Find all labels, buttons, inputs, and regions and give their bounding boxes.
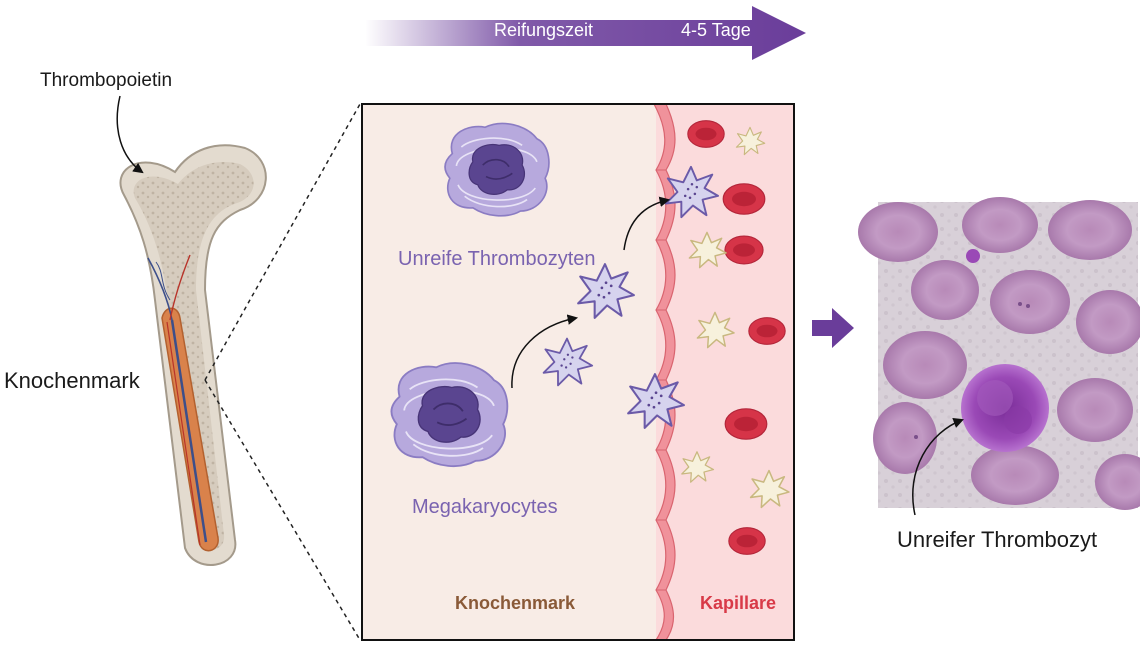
- red-blood-cell: [748, 317, 786, 345]
- thrombopoietin-label: Thrombopoietin: [40, 70, 173, 91]
- panel-capillary-label: Kapillare: [700, 593, 777, 613]
- red-blood-cell: [722, 183, 766, 215]
- red-blood-cell: [728, 527, 766, 555]
- blood-smear-micrograph: [858, 197, 1140, 510]
- purple-arrow: [812, 308, 854, 348]
- zoom-guide-lines: [204, 103, 361, 641]
- maturation-arrow: [511, 314, 579, 389]
- red-blood-cell: [724, 408, 768, 440]
- micrograph-pointer-arrow: [912, 418, 964, 516]
- immature-thrombocytes-label: Unreife Thrombozyten: [398, 248, 596, 270]
- panel-bone-marrow-label: Knochenmark: [455, 593, 576, 613]
- megakaryocyte-bottom: [390, 362, 509, 468]
- maturation-timeline-arrow: [365, 6, 806, 60]
- megakaryocyte-top: [444, 122, 550, 217]
- release-arrow: [623, 196, 671, 251]
- maturation-time-label: Reifungszeit: [494, 20, 594, 40]
- maturation-duration-label: 4-5 Tage: [681, 20, 751, 40]
- red-blood-cell: [687, 120, 725, 148]
- femur-bone-illustration: [119, 144, 267, 566]
- immature-thrombocyte-label: Unreifer Thrombozyt: [897, 527, 1098, 552]
- thrombopoietin-arrow: [116, 95, 144, 174]
- red-blood-cell: [724, 235, 764, 265]
- megakaryocytes-label: Megakaryocytes: [412, 496, 558, 518]
- bone-marrow-label: Knochenmark: [4, 368, 140, 393]
